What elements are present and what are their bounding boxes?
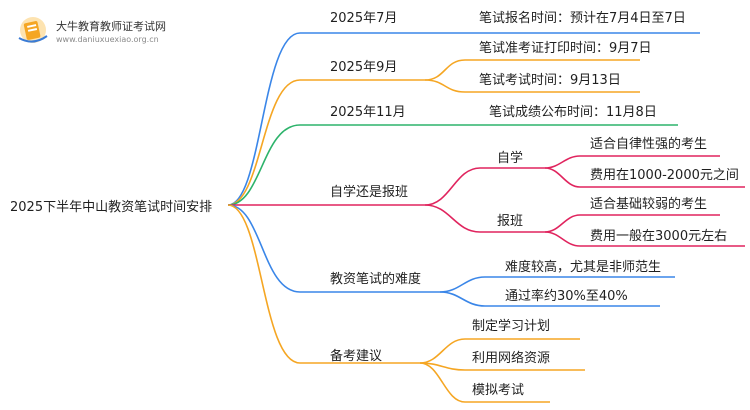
node-self-study: 自学 [497,150,523,166]
branch-label-november: 2025年11月 [330,105,406,120]
leaf-difficulty-pass-rate: 通过率约30%至40% [505,288,628,304]
connector-class [424,204,545,233]
book-icon [18,17,48,43]
leaf-self-study-suits: 适合自律性强的考生 [590,136,707,152]
logo-title: 大牛教育教师证考试网 [56,19,166,33]
connector-difficulty-child-1 [439,276,675,293]
connector-advice-child-1 [419,338,580,364]
branch-label-self-study-or-class: 自学还是报班 [330,184,408,200]
connector-september-child-1 [424,59,640,81]
branch-label-july: 2025年7月 [330,11,397,26]
leaf-september-exam-date: 笔试考试时间：9月13日 [479,72,621,88]
connector-self-study-leaf-1 [544,155,720,169]
connector-root-difficulty [227,204,440,293]
leaf-self-study-cost: 费用在1000-2000元之间 [590,168,739,183]
root-topic: 2025下半年中山教资笔试时间安排 [10,199,212,215]
leaf-july-registration: 笔试报名时间：预计在7月4日至7日 [479,10,686,26]
connector-self-study [424,167,545,206]
leaf-advice-mock-exam: 模拟考试 [472,383,524,398]
connector-september-child-2 [424,79,640,93]
connector-class-leaf-2 [544,231,745,247]
connector-root-advice [227,204,420,364]
node-class: 报班 [497,214,523,229]
branch-difficulty: 教资笔试的难度 难度较高，尤其是非师范生 通过率约30%至40% [227,204,675,307]
branch-july: 2025年7月 笔试报名时间：预计在7月4日至7日 [227,10,700,206]
connector-advice-child-2 [419,362,585,371]
leaf-class-suits: 适合基础较弱的考生 [590,196,707,212]
leaf-class-cost: 费用一般在3000元左右 [590,228,727,244]
connector-root-november [227,124,425,206]
branch-label-advice: 备考建议 [330,348,382,364]
branch-self-study-or-class: 自学还是报班 自学 适合自律性强的考生 费用在1000-2000元之间 报班 适… [228,136,745,247]
connector-self-study-leaf-2 [544,167,745,188]
connector-difficulty-child-2 [439,291,660,307]
connector-root-july [227,32,425,206]
branch-november: 2025年11月 笔试成绩公布时间：11月8日 [227,104,678,206]
branch-advice: 备考建议 制定学习计划 利用网络资源 模拟考试 [227,204,585,403]
logo-url: www.daniuxuexiao.org.cn [56,35,159,44]
connector-class-leaf-1 [544,214,720,233]
connector-root-september [227,79,425,206]
leaf-advice-online-resources: 利用网络资源 [472,350,550,366]
connector-advice-child-3 [419,362,550,403]
branch-label-difficulty: 教资笔试的难度 [330,271,421,287]
logo: 大牛教育教师证考试网 www.daniuxuexiao.org.cn [18,17,166,44]
leaf-november-results: 笔试成绩公布时间：11月8日 [489,104,657,120]
branch-september: 2025年9月 笔试准考证打印时间：9月7日 笔试考试时间：9月13日 [227,40,652,206]
leaf-september-admission-ticket: 笔试准考证打印时间：9月7日 [479,40,652,56]
leaf-advice-plan: 制定学习计划 [472,318,550,334]
branch-label-september: 2025年9月 [330,60,397,75]
leaf-difficulty-level: 难度较高，尤其是非师范生 [505,259,661,275]
